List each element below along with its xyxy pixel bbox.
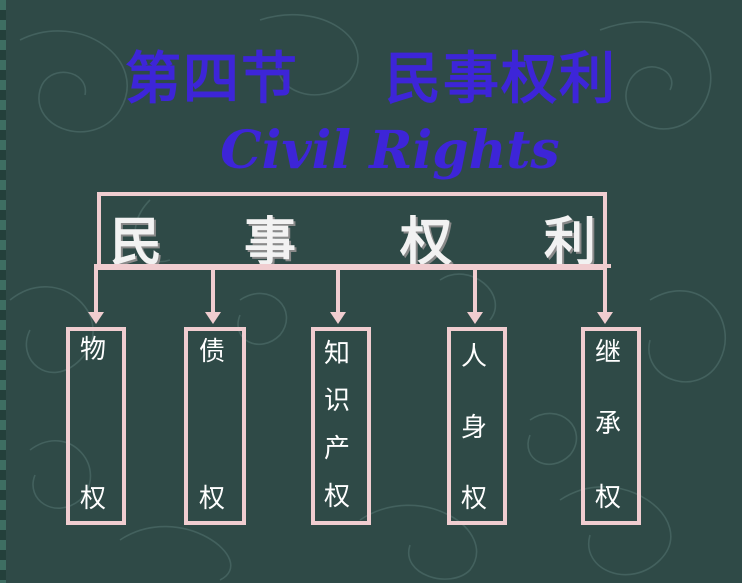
root-node-box — [97, 192, 607, 270]
root-node-char-4: 利 — [544, 212, 597, 273]
branch-arrow-4 — [467, 312, 483, 324]
child-ip-char-4: 权 — [324, 482, 351, 512]
child-creditor-char-2: 权 — [199, 484, 226, 514]
branch-arrow-2 — [205, 312, 221, 324]
child-property-char-2: 权 — [80, 484, 107, 514]
child-ip-char-2: 识 — [324, 386, 351, 416]
root-node-char-1: 民 — [110, 212, 163, 273]
child-inheritance-char-1: 继 — [595, 338, 622, 368]
branch-line-1 — [94, 264, 98, 314]
connector-bus — [94, 264, 611, 268]
branch-line-2 — [211, 264, 215, 314]
child-inheritance-char-3: 权 — [595, 483, 622, 513]
child-node-inheritance-rights — [581, 327, 641, 525]
child-personal-char-1: 人 — [461, 342, 488, 372]
child-ip-char-3: 产 — [324, 434, 351, 464]
child-creditor-char-1: 债 — [199, 337, 226, 367]
root-node-char-2: 事 — [244, 212, 297, 273]
child-personal-char-2: 身 — [461, 413, 488, 443]
child-node-personal-rights — [447, 327, 507, 525]
branch-arrow-5 — [597, 312, 613, 324]
child-inheritance-char-2: 承 — [595, 409, 622, 439]
section-title-chinese: 第四节 民事权利 — [125, 47, 617, 112]
branch-arrow-3 — [330, 312, 346, 324]
child-ip-char-1: 知 — [324, 339, 351, 369]
root-node-char-3: 权 — [400, 212, 453, 273]
branch-line-5 — [603, 264, 607, 314]
section-title-english: Civil Rights — [220, 120, 560, 181]
child-personal-char-3: 权 — [461, 484, 488, 514]
child-node-property-rights — [66, 327, 126, 525]
left-edge-strip — [0, 0, 6, 583]
child-node-creditor-rights — [184, 327, 246, 525]
branch-line-4 — [473, 264, 477, 314]
branch-arrow-1 — [88, 312, 104, 324]
branch-line-3 — [336, 264, 340, 314]
child-property-char-1: 物 — [80, 335, 107, 365]
child-node-intellectual-property — [311, 327, 371, 525]
